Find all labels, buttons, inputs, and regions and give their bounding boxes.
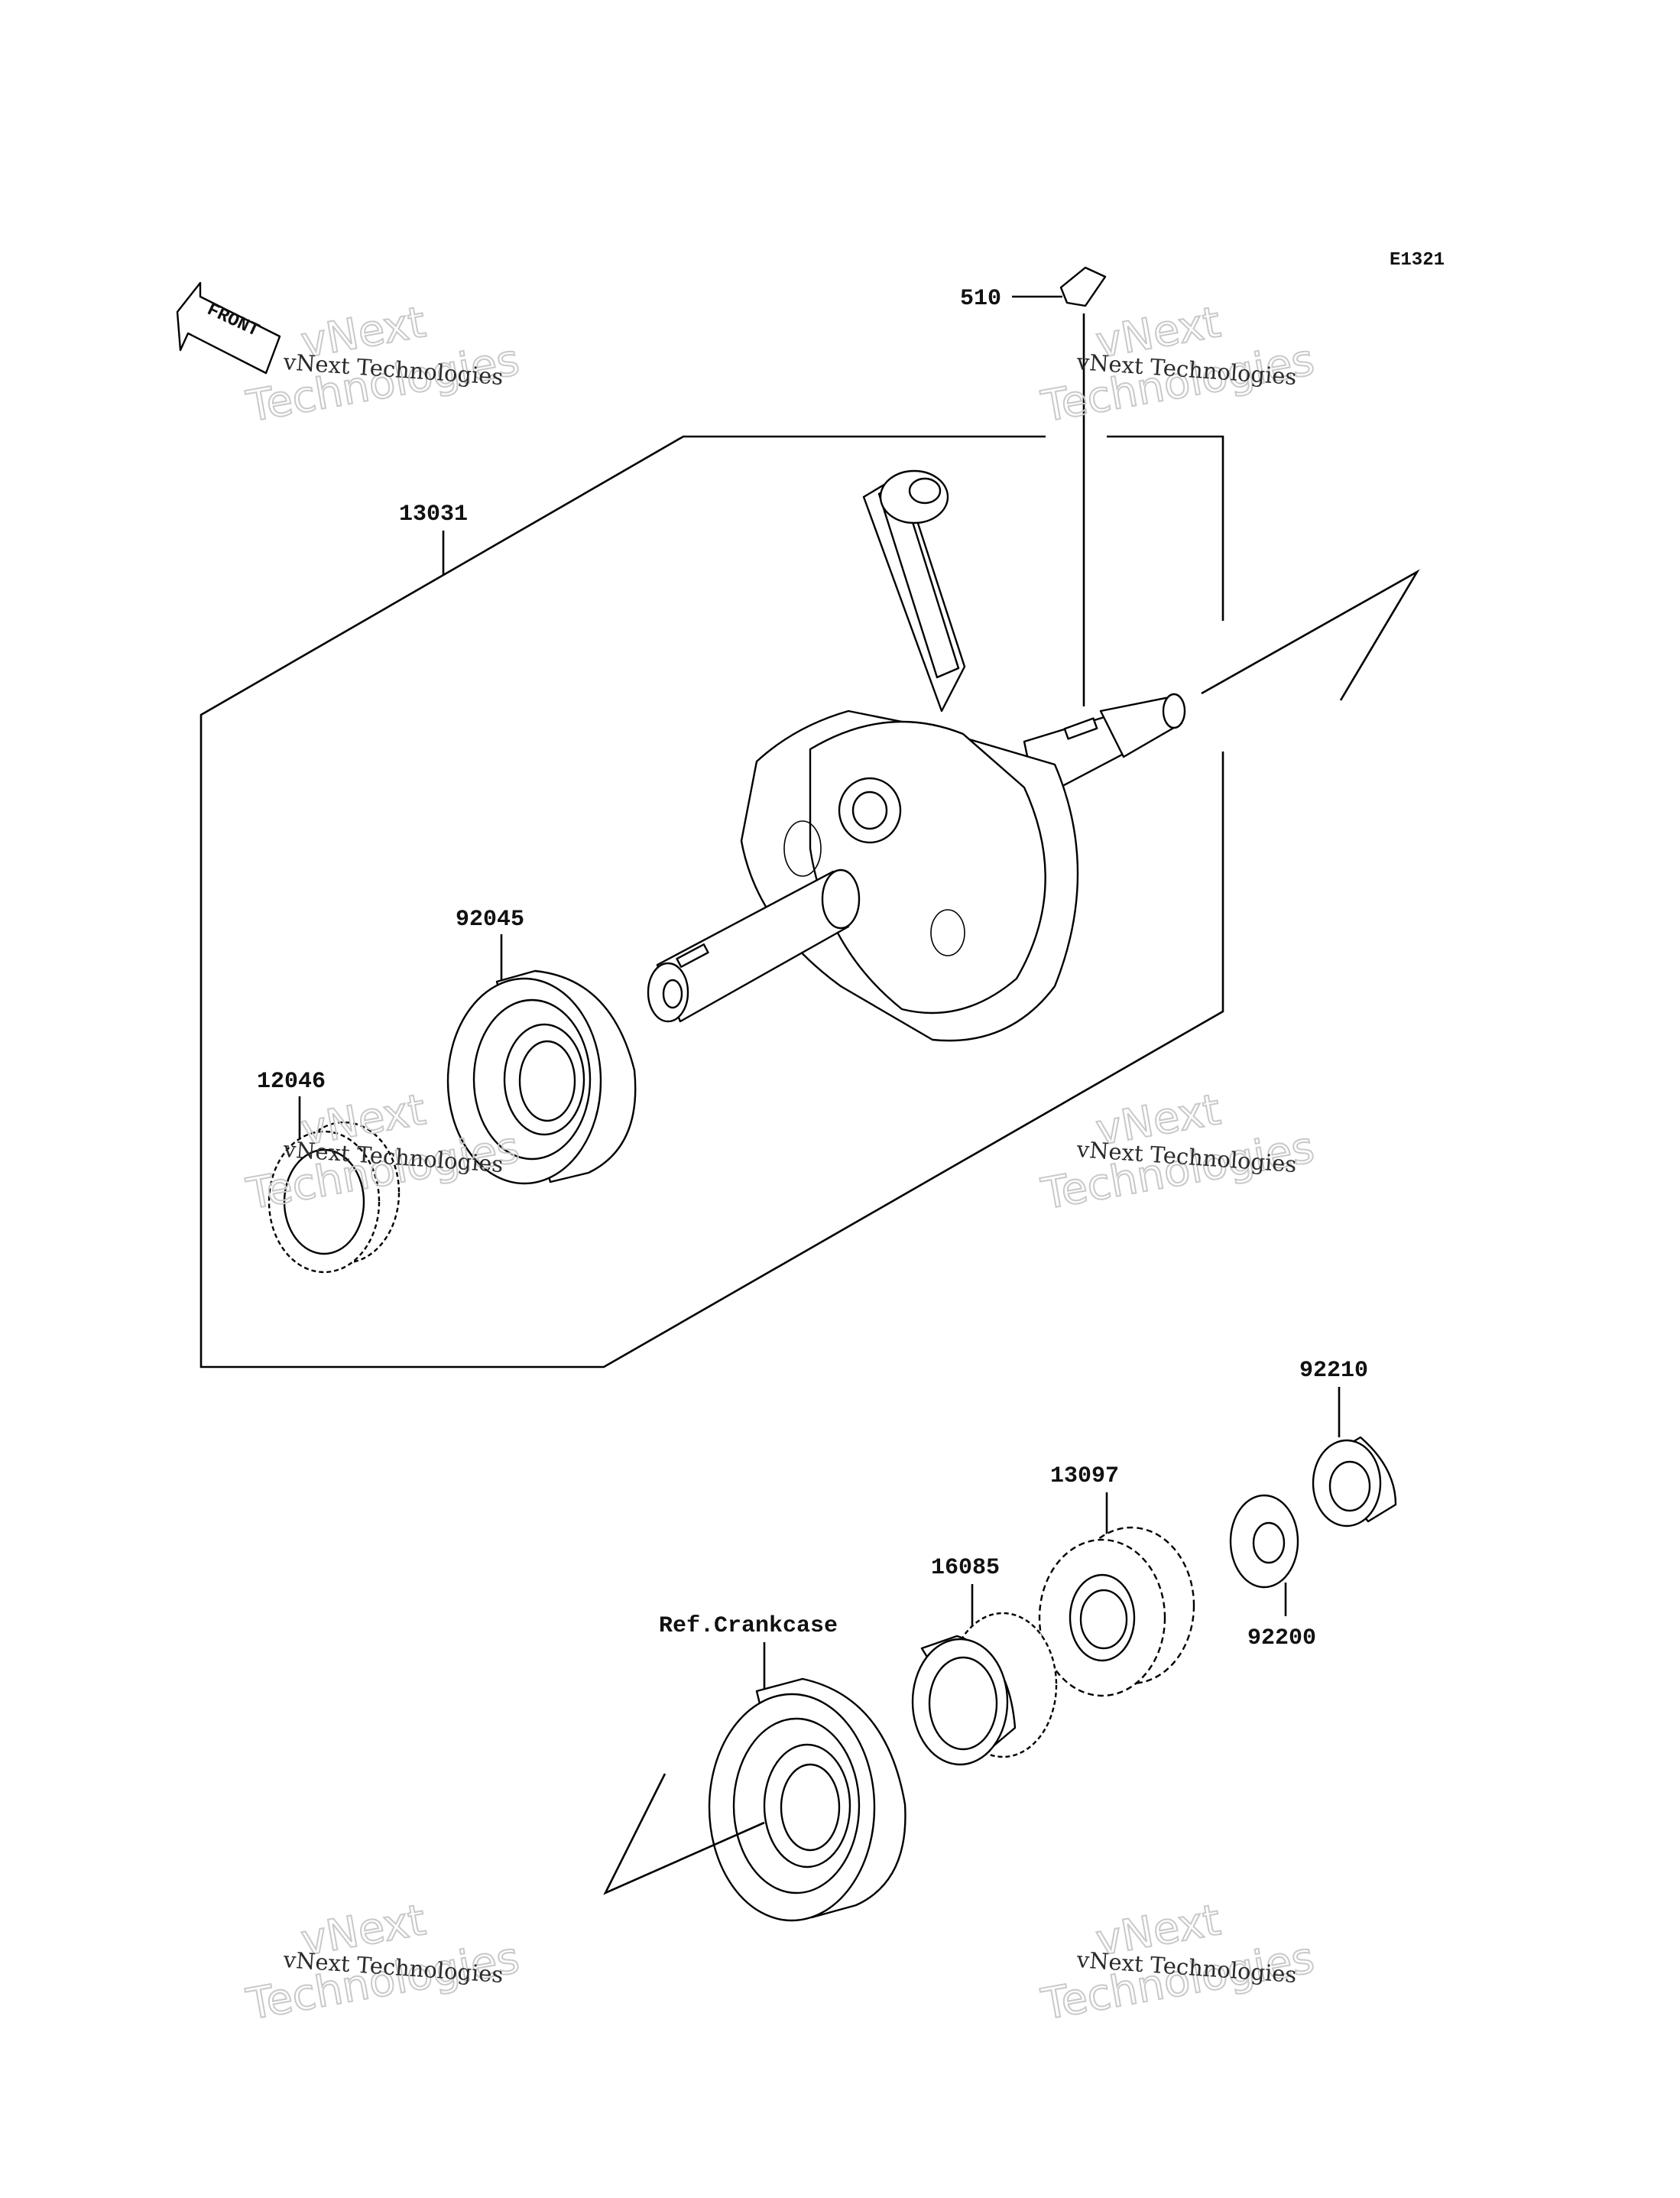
nut-92210	[1312, 1436, 1397, 1528]
gear-13097	[1038, 1526, 1195, 1697]
ball-bearing-crankcase	[708, 1677, 906, 1922]
crankshaft-assembly-bracket	[199, 435, 1224, 1368]
label-92045: 92045	[456, 907, 524, 933]
ball-bearing-92045	[446, 969, 637, 1185]
label-510: 510	[960, 286, 1001, 312]
label-13031: 13031	[399, 502, 468, 528]
label-92210: 92210	[1299, 1358, 1368, 1384]
label-92200: 92200	[1247, 1625, 1316, 1651]
washer-92200	[1229, 1494, 1299, 1589]
gear-12046	[268, 1121, 401, 1274]
woodruff-key	[1059, 266, 1107, 307]
diagram-code: E1321	[1390, 250, 1445, 271]
label-13097: 13097	[1050, 1463, 1119, 1489]
front-arrow-icon: FRONT	[176, 281, 281, 375]
crankshaft	[647, 469, 1186, 1042]
label-ref-crankcase: Ref.Crankcase	[659, 1613, 838, 1639]
label-12046: 12046	[257, 1069, 326, 1095]
label-16085: 16085	[931, 1555, 1000, 1581]
gear-16085	[911, 1612, 1058, 1766]
